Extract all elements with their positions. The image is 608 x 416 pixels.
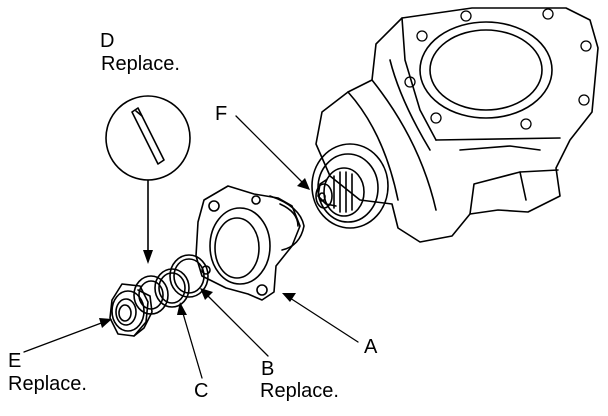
- output-shaft-f: [311, 143, 389, 229]
- label-e-replace-note: Replace.: [8, 373, 87, 395]
- label-b-replace-note: Replace.: [260, 380, 339, 402]
- label-d: D: [100, 30, 115, 52]
- leader-lines: [23, 115, 359, 379]
- transfer-housing: [315, 7, 599, 243]
- bearing-cover-a: [195, 185, 305, 301]
- label-c: C: [194, 380, 209, 402]
- spacer-c: [154, 268, 190, 308]
- label-d-replace-note: Replace.: [101, 53, 180, 75]
- locknut-e: [109, 283, 153, 337]
- label-f: F: [215, 103, 228, 125]
- label-e: E: [8, 350, 22, 372]
- label-b: B: [261, 358, 275, 380]
- label-a: A: [364, 336, 378, 358]
- detail-callout-d: [105, 95, 191, 264]
- housing-bolt-holes: [404, 8, 592, 130]
